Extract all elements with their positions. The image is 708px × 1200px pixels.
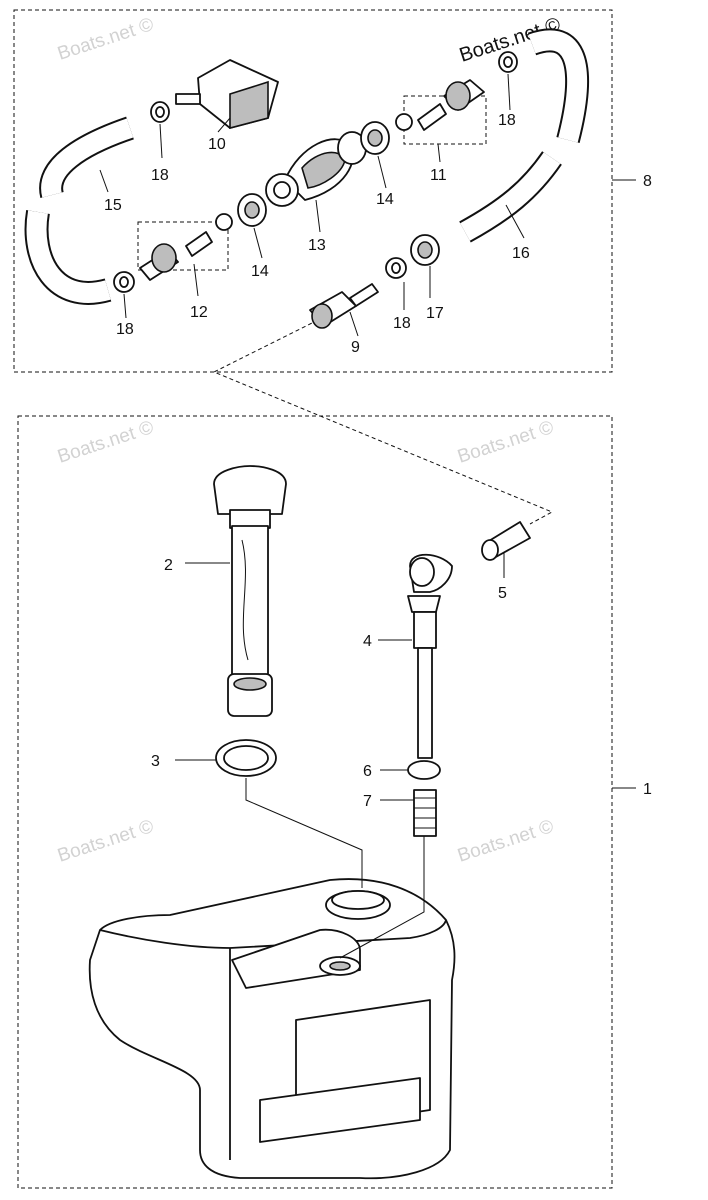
- part-18-washers: [113, 51, 518, 293]
- fuel-tank-1: [88, 878, 456, 1180]
- filter-7: [413, 789, 437, 837]
- callout-16: 16: [512, 245, 530, 262]
- watermark-group: Boats.net © Boats.net © Boats.net © Boat…: [55, 13, 563, 866]
- callout-4: 4: [363, 633, 372, 650]
- watermark: Boats.net ©: [455, 816, 556, 867]
- callout-18-c: 18: [116, 321, 134, 338]
- callout-6: 6: [363, 763, 372, 780]
- part-10: [175, 59, 279, 130]
- callout-2: 2: [164, 557, 173, 574]
- hose-assembly-group-box: [13, 9, 613, 373]
- callout-17: 17: [426, 305, 444, 322]
- watermark: Boats.net ©: [55, 417, 156, 468]
- watermark: Boats.net ©: [455, 417, 556, 468]
- o-ring-6: [407, 760, 441, 780]
- callout-3: 3: [151, 753, 160, 770]
- fuel-gauge-2: [213, 465, 287, 717]
- connection-line: [212, 319, 554, 525]
- check-valve-11: [395, 79, 487, 145]
- primer-bulb-13: [265, 131, 367, 207]
- check-valve-12: [137, 213, 233, 281]
- callout-5: 5: [498, 585, 507, 602]
- leader-lines: [99, 73, 636, 959]
- callout-18-d: 18: [393, 315, 411, 332]
- hose-15: [24, 116, 134, 305]
- callout-9: 9: [351, 339, 360, 356]
- hose-16: [459, 28, 590, 243]
- part-14-sleeves: [237, 121, 440, 266]
- callout-12: 12: [190, 304, 208, 321]
- callout-14-top: 14: [376, 191, 394, 208]
- connector-9: [309, 283, 379, 329]
- callout-18-b: 18: [498, 112, 516, 129]
- tank-assembly-group-box: [17, 415, 613, 1189]
- callout-14-bottom: 14: [251, 263, 269, 280]
- callout-15: 15: [104, 197, 122, 214]
- fuel-pickup-4: [407, 553, 453, 759]
- callouts: 2 3 4 5 6 7 1 8 9 10 11 12 13 14 14 15 1…: [104, 112, 652, 810]
- o-ring-3: [215, 739, 277, 777]
- callout-10: 10: [208, 136, 226, 153]
- callout-1: 1: [643, 781, 652, 798]
- callout-11: 11: [430, 167, 447, 184]
- callout-8: 8: [643, 173, 652, 190]
- callout-7: 7: [363, 793, 372, 810]
- callout-13: 13: [308, 237, 326, 254]
- fitting-5: [481, 521, 531, 561]
- watermark: Boats.net ©: [55, 816, 156, 867]
- callout-18-a: 18: [151, 167, 169, 184]
- watermark: Boats.net ©: [55, 14, 156, 65]
